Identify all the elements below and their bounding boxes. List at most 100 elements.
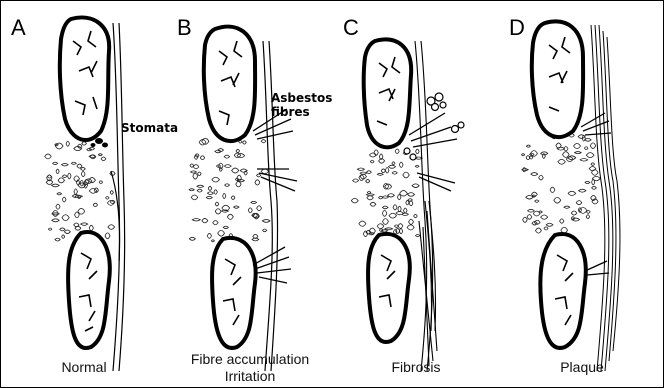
tissue-speck bbox=[546, 223, 553, 226]
tissue-speck bbox=[62, 197, 66, 202]
tissue-speck bbox=[404, 208, 407, 213]
tissue-speck bbox=[535, 228, 541, 233]
tissue-speck bbox=[202, 218, 208, 222]
tissue-speck bbox=[377, 224, 384, 229]
normal-pleura-illustration bbox=[1, 1, 167, 387]
tissue-speck bbox=[240, 169, 247, 172]
tissue-speck bbox=[382, 196, 388, 198]
tissue-speck bbox=[60, 228, 65, 231]
tissue-speck bbox=[535, 200, 539, 202]
tissue-speck bbox=[586, 153, 594, 158]
tissue-speck bbox=[408, 193, 415, 197]
tissue-speck bbox=[108, 225, 115, 230]
panel-caption: Plaque bbox=[499, 359, 664, 376]
tissue-speck bbox=[68, 173, 71, 179]
fibre-accumulation-illustration bbox=[167, 1, 333, 387]
tissue-speck bbox=[66, 141, 69, 146]
tissue-speck bbox=[407, 225, 414, 230]
alveolar-tissue bbox=[189, 138, 270, 242]
tissue-speck bbox=[255, 180, 260, 185]
inflammatory-cells bbox=[404, 93, 464, 160]
tissue-speck bbox=[98, 154, 102, 156]
alveolar-tissue bbox=[522, 133, 601, 233]
tissue-speck bbox=[578, 135, 585, 139]
tissue-speck bbox=[370, 160, 374, 163]
tissue-speck bbox=[550, 187, 555, 192]
tissue-speck bbox=[231, 196, 235, 200]
tissue-speck bbox=[248, 208, 252, 213]
tissue-speck bbox=[224, 165, 231, 168]
tissue-speck bbox=[101, 157, 106, 161]
tissue-speck bbox=[218, 230, 225, 236]
tissue-speck bbox=[415, 234, 419, 236]
tissue-speck bbox=[213, 221, 218, 225]
tissue-speck bbox=[193, 165, 198, 169]
tissue-speck bbox=[528, 209, 535, 212]
tissue-speck bbox=[523, 217, 528, 222]
tissue-speck bbox=[370, 202, 376, 206]
tissue-speck bbox=[589, 166, 596, 170]
panel-b: B Asbestos fibres bbox=[167, 1, 333, 387]
tissue-speck bbox=[389, 213, 397, 218]
tissue-speck bbox=[526, 195, 533, 199]
tissue-speck bbox=[379, 196, 383, 199]
tissue-speck bbox=[106, 197, 109, 200]
tissue-speck bbox=[412, 184, 419, 188]
asbestos-fibres bbox=[253, 109, 297, 283]
tissue-speck bbox=[560, 219, 564, 223]
tissue-speck bbox=[357, 168, 364, 171]
tissue-speck bbox=[82, 142, 87, 145]
tissue-speck bbox=[236, 181, 241, 186]
tissue-speck bbox=[212, 177, 220, 182]
tissue-speck bbox=[563, 152, 570, 158]
tissue-speck bbox=[393, 205, 397, 210]
tissue-speck bbox=[234, 206, 239, 208]
tissue-speck bbox=[395, 149, 399, 153]
annotation-asbestos-fibres: Asbestos fibres bbox=[271, 91, 332, 119]
tissue-speck bbox=[257, 174, 261, 177]
panel-c: C bbox=[333, 1, 499, 387]
tissue-speck bbox=[366, 194, 374, 196]
tissue-speck bbox=[409, 219, 414, 224]
tissue-speck bbox=[584, 147, 588, 150]
tissue-speck bbox=[398, 206, 401, 212]
tissue-speck bbox=[236, 149, 239, 152]
panel-caption: Fibre accumulation Irritation bbox=[167, 351, 333, 385]
tissue-speck bbox=[62, 235, 65, 238]
panel-a: A Stomata bbox=[1, 1, 167, 387]
tissue-speck bbox=[576, 201, 581, 205]
tissue-speck bbox=[225, 184, 230, 187]
tissue-speck bbox=[211, 240, 214, 242]
tissue-speck bbox=[232, 168, 239, 173]
alveolar-tissue bbox=[351, 149, 422, 237]
tissue-speck bbox=[191, 195, 198, 200]
plaque-illustration bbox=[499, 1, 664, 387]
tissue-speck bbox=[81, 223, 88, 226]
tissue-speck bbox=[367, 196, 373, 200]
tissue-speck bbox=[223, 193, 226, 198]
tissue-speck bbox=[48, 228, 51, 230]
tissue-speck bbox=[78, 208, 85, 214]
tissue-speck bbox=[105, 233, 110, 239]
tissue-speck bbox=[51, 184, 59, 187]
tissue-speck bbox=[397, 195, 400, 200]
tissue-speck bbox=[522, 168, 526, 172]
tissue-speck bbox=[414, 214, 417, 217]
tissue-speck bbox=[586, 215, 589, 219]
tissue-speck bbox=[574, 144, 581, 149]
tissue-speck bbox=[189, 237, 195, 240]
tissue-speck bbox=[403, 172, 409, 178]
tissue-speck bbox=[71, 162, 76, 164]
tissue-speck bbox=[200, 156, 204, 160]
tissue-speck bbox=[77, 164, 82, 168]
tissue-speck bbox=[89, 178, 96, 183]
tissue-speck bbox=[193, 173, 198, 179]
tissue-speck bbox=[575, 152, 582, 154]
tissue-speck bbox=[366, 171, 371, 174]
tissue-speck bbox=[55, 238, 60, 241]
tissue-speck bbox=[526, 145, 530, 147]
tissue-speck bbox=[58, 178, 64, 183]
tissue-speck bbox=[262, 219, 270, 222]
tissue-speck bbox=[206, 196, 212, 198]
tissue-speck bbox=[197, 185, 204, 187]
